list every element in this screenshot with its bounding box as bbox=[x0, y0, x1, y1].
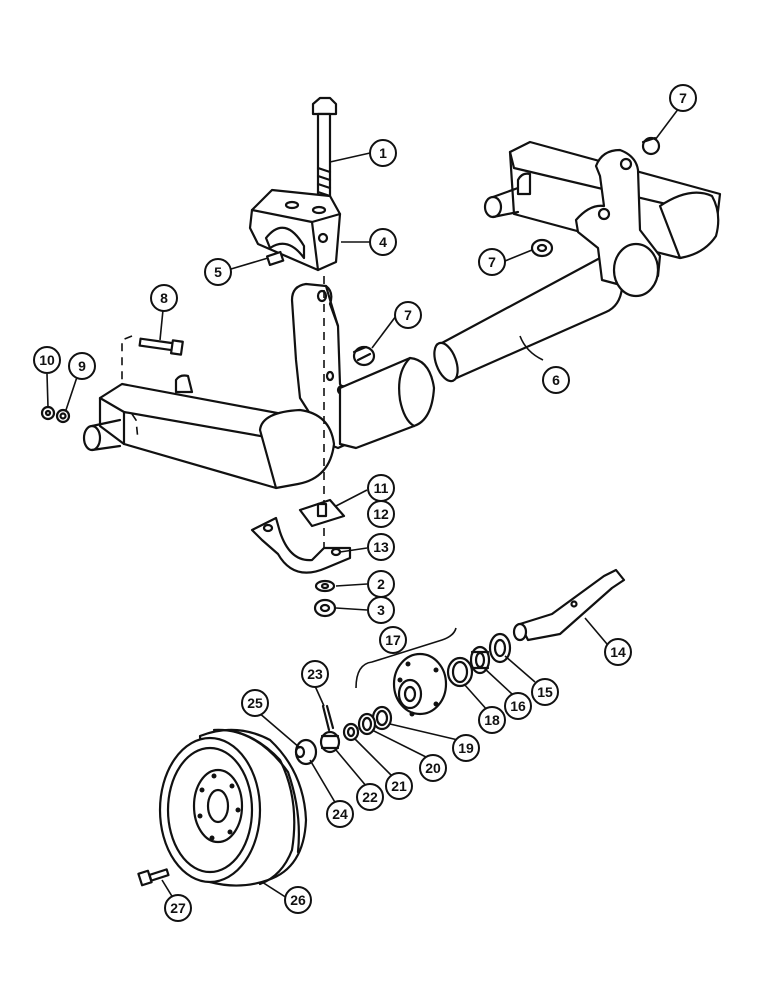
callout-27-label: 27 bbox=[170, 900, 186, 916]
callout-7-middle: 7 bbox=[394, 301, 422, 329]
callout-4: 4 bbox=[369, 228, 397, 256]
part-cross-tube bbox=[433, 256, 624, 383]
callout-6: 6 bbox=[542, 366, 570, 394]
part-spindle bbox=[512, 568, 626, 642]
part-shim-plate bbox=[298, 498, 346, 528]
callout-10: 10 bbox=[33, 346, 61, 374]
callout-19: 19 bbox=[452, 734, 480, 762]
callout-12: 12 bbox=[367, 500, 395, 528]
part-hex-nut bbox=[313, 598, 337, 618]
callout-20-label: 20 bbox=[425, 760, 441, 776]
callout-21: 21 bbox=[385, 772, 413, 800]
callout-12-label: 12 bbox=[373, 506, 389, 522]
callout-8-label: 8 bbox=[160, 290, 168, 306]
callout-7-top: 7 bbox=[669, 84, 697, 112]
part-bearing-cone bbox=[469, 645, 491, 675]
callout-11-label: 11 bbox=[374, 480, 389, 496]
part-wheel-bolt bbox=[137, 868, 170, 887]
callout-22: 22 bbox=[356, 783, 384, 811]
callout-11: 11 bbox=[367, 474, 395, 502]
callout-7-middle-label: 7 bbox=[404, 307, 412, 323]
part-hub bbox=[355, 627, 457, 717]
part-bolt bbox=[311, 96, 338, 208]
callout-26-label: 26 bbox=[290, 892, 306, 908]
callout-16-label: 16 bbox=[510, 698, 526, 714]
callout-24-label: 24 bbox=[332, 806, 348, 822]
callout-23: 23 bbox=[301, 660, 329, 688]
callout-8: 8 bbox=[150, 284, 178, 312]
part-right-axle-frame bbox=[483, 140, 722, 298]
callout-5: 5 bbox=[204, 258, 232, 286]
callout-27: 27 bbox=[164, 894, 192, 922]
callout-17-label: 17 bbox=[385, 632, 401, 648]
callout-9: 9 bbox=[68, 352, 96, 380]
part-nut-small bbox=[40, 405, 56, 421]
part-clamp-block bbox=[248, 188, 342, 272]
callout-1-label: 1 bbox=[379, 145, 387, 161]
part-dust-cap bbox=[294, 738, 318, 766]
callout-15: 15 bbox=[531, 678, 559, 706]
part-washer bbox=[55, 408, 71, 424]
callout-2-label: 2 bbox=[377, 576, 385, 592]
callout-9-label: 9 bbox=[78, 358, 86, 374]
part-inner-cone bbox=[357, 712, 377, 736]
part-castle-nut bbox=[319, 730, 341, 754]
callout-26: 26 bbox=[284, 886, 312, 914]
callout-16: 16 bbox=[504, 692, 532, 720]
callout-6-label: 6 bbox=[552, 372, 560, 388]
callout-17: 17 bbox=[379, 626, 407, 654]
part-bearing-seal bbox=[488, 632, 512, 664]
callout-4-label: 4 bbox=[379, 234, 387, 250]
callout-7-right-label: 7 bbox=[488, 254, 496, 270]
part-u-strap bbox=[250, 516, 352, 574]
callout-23-label: 23 bbox=[307, 666, 323, 682]
part-wheel-rim bbox=[158, 728, 308, 887]
callout-13: 13 bbox=[367, 533, 395, 561]
callout-3: 3 bbox=[367, 596, 395, 624]
callout-24: 24 bbox=[326, 800, 354, 828]
callout-1: 1 bbox=[369, 139, 397, 167]
callout-22-label: 22 bbox=[362, 789, 378, 805]
callout-7-top-label: 7 bbox=[679, 90, 687, 106]
part-lock-washer bbox=[314, 579, 336, 593]
callout-5-label: 5 bbox=[214, 264, 222, 280]
callout-18: 18 bbox=[478, 706, 506, 734]
part-left-axle-frame bbox=[82, 356, 436, 490]
callout-19-label: 19 bbox=[458, 740, 474, 756]
part-bushing-middle bbox=[352, 345, 376, 367]
part-bushing-top bbox=[641, 136, 661, 156]
callout-25: 25 bbox=[241, 689, 269, 717]
part-cotter-pin bbox=[321, 704, 335, 732]
callout-20: 20 bbox=[419, 754, 447, 782]
assembly-guide-lines bbox=[121, 276, 325, 560]
part-bushing-right bbox=[530, 238, 554, 258]
callout-13-label: 13 bbox=[373, 539, 389, 555]
callout-14-label: 14 bbox=[610, 644, 626, 660]
callout-2: 2 bbox=[367, 570, 395, 598]
part-bearing-cup bbox=[446, 656, 474, 688]
callout-21-label: 21 bbox=[391, 778, 407, 794]
callout-15-label: 15 bbox=[537, 684, 553, 700]
callout-25-label: 25 bbox=[247, 695, 263, 711]
callout-18-label: 18 bbox=[484, 712, 500, 728]
callout-3-label: 3 bbox=[377, 602, 385, 618]
part-set-screw bbox=[266, 250, 285, 267]
callout-7-right: 7 bbox=[478, 248, 506, 276]
part-spacer-washer bbox=[342, 722, 360, 742]
callout-14: 14 bbox=[604, 638, 632, 666]
callout-10-label: 10 bbox=[39, 352, 55, 368]
part-frame-bolt bbox=[138, 337, 184, 356]
